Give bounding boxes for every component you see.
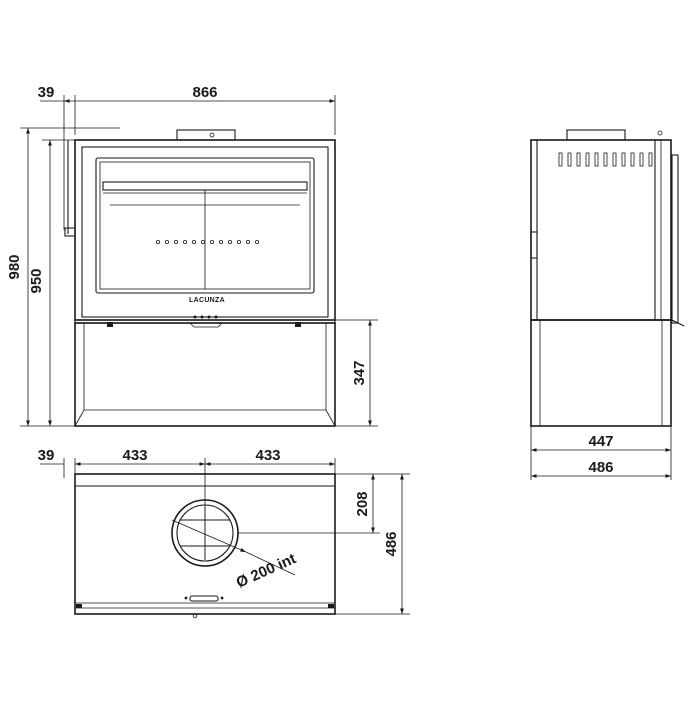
front-base-height-dimension: 347	[335, 319, 378, 427]
front-baffle	[102, 181, 308, 191]
side-body-outline	[530, 139, 672, 321]
side-view: 447 486	[530, 129, 685, 480]
top-depth-dimensions: 208 486	[238, 473, 410, 615]
front-door-frame	[81, 146, 329, 318]
front-feet	[107, 322, 301, 327]
front-width-label: 866	[192, 84, 217, 101]
front-flue-collar	[176, 129, 236, 141]
front-body-height-label: 950	[28, 268, 45, 293]
top-left-half-label: 433	[122, 447, 147, 464]
top-right-half-label: 433	[255, 447, 280, 464]
front-control-knobs	[189, 315, 223, 328]
front-height-dimensions: 980 950	[6, 127, 120, 427]
front-width-dimension: 39 866	[38, 84, 336, 230]
side-door-profile	[671, 154, 679, 324]
front-base-inner	[83, 323, 327, 411]
top-offset-label: 39	[38, 447, 55, 464]
top-flue-center-depth-label: 208	[354, 491, 371, 516]
front-offset-label: 39	[38, 84, 55, 101]
front-burner-holes	[155, 239, 259, 244]
front-base-height-label: 347	[351, 360, 368, 385]
front-glass-outline	[95, 157, 315, 294]
top-view: 39 433 433 Ø 200 int	[38, 447, 410, 619]
front-side-handle	[64, 140, 76, 237]
side-depth-dimensions: 447 486	[530, 426, 672, 480]
top-flue-outlet	[171, 499, 239, 567]
top-flue-diameter-callout: Ø 200 int	[171, 519, 299, 592]
side-base-outline	[530, 319, 672, 427]
side-flue-collar	[566, 129, 626, 141]
side-body-depth-label: 447	[588, 433, 613, 450]
side-vent-slots	[558, 152, 653, 167]
top-body-outline	[74, 473, 336, 615]
front-collar-screw	[209, 132, 215, 138]
top-width-dimensions: 39 433 433	[38, 447, 336, 560]
front-view: 39 866 980 950	[6, 84, 378, 427]
brand-logo-text: LACUNZA	[189, 297, 225, 304]
top-flue-diameter-label: Ø 200 int	[234, 550, 299, 591]
front-total-height-label: 980	[6, 254, 23, 279]
top-control-plate	[184, 595, 224, 619]
top-total-depth-label: 486	[383, 531, 400, 556]
side-total-depth-label: 486	[588, 459, 613, 476]
side-handle	[530, 231, 538, 259]
front-base-outline	[74, 322, 336, 427]
